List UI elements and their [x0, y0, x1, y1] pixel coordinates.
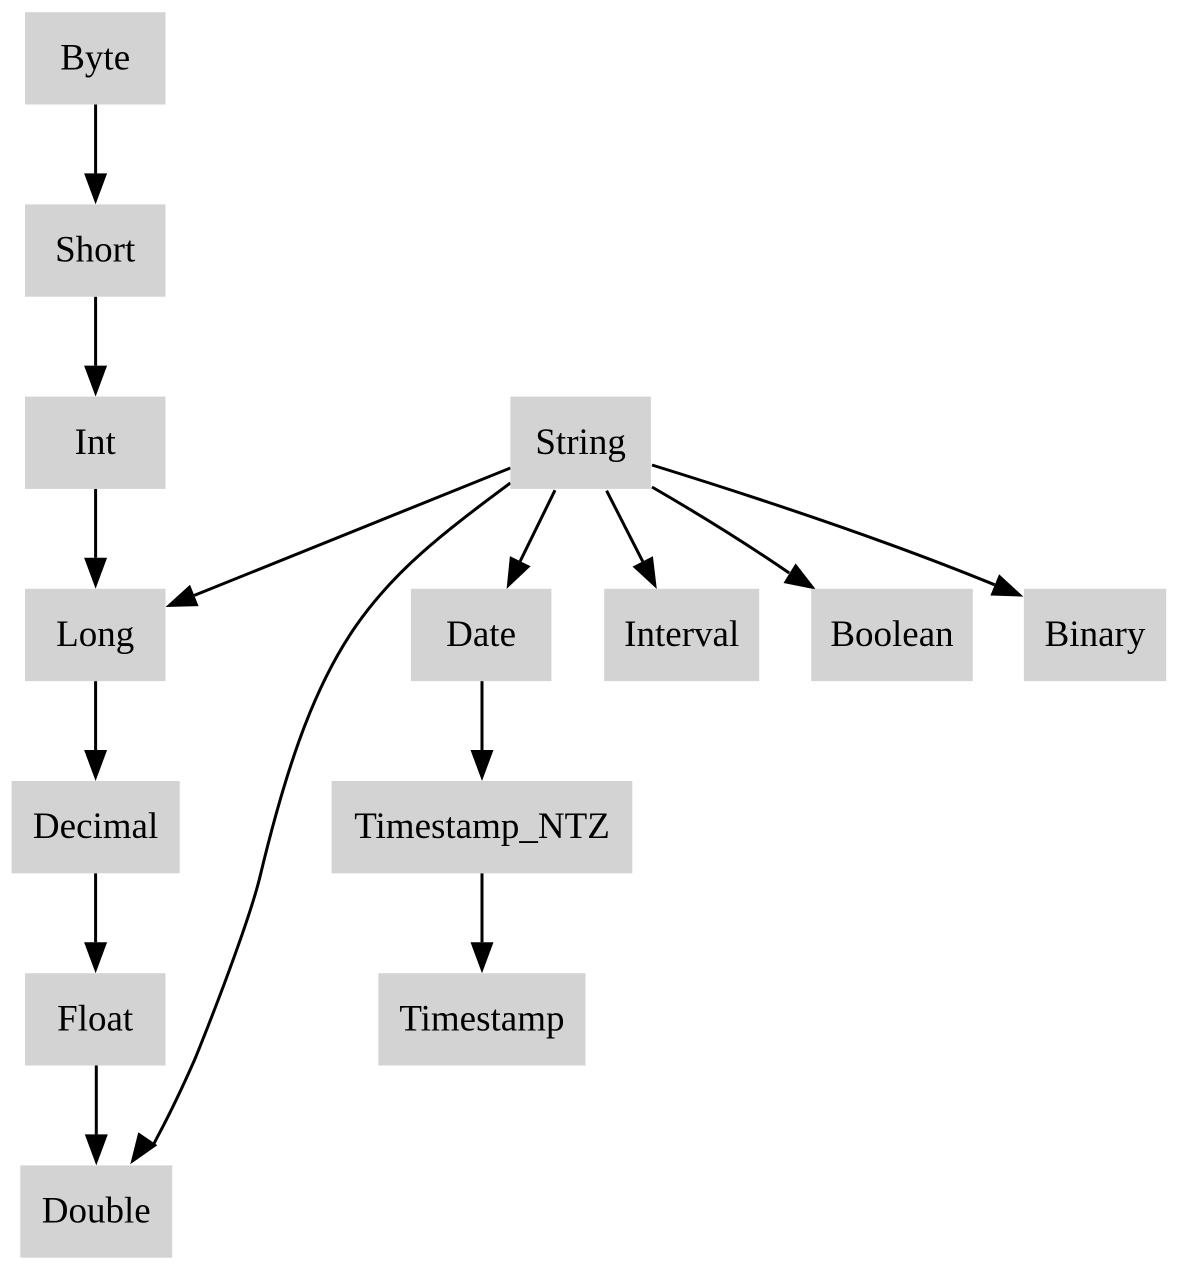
svg-text:Int: Int — [75, 422, 117, 463]
svg-text:Timestamp_NTZ: Timestamp_NTZ — [354, 806, 610, 847]
svg-text:Binary: Binary — [1045, 614, 1146, 655]
svg-text:Long: Long — [56, 614, 134, 655]
svg-text:Boolean: Boolean — [830, 614, 953, 655]
svg-text:String: String — [535, 422, 625, 463]
svg-text:Byte: Byte — [60, 37, 130, 78]
svg-text:Timestamp: Timestamp — [399, 999, 564, 1040]
svg-text:Decimal: Decimal — [33, 806, 158, 847]
svg-text:Double: Double — [42, 1191, 151, 1232]
svg-text:Float: Float — [57, 999, 134, 1040]
svg-text:Interval: Interval — [624, 614, 739, 655]
svg-text:Date: Date — [446, 614, 516, 655]
svg-text:Short: Short — [55, 230, 136, 271]
